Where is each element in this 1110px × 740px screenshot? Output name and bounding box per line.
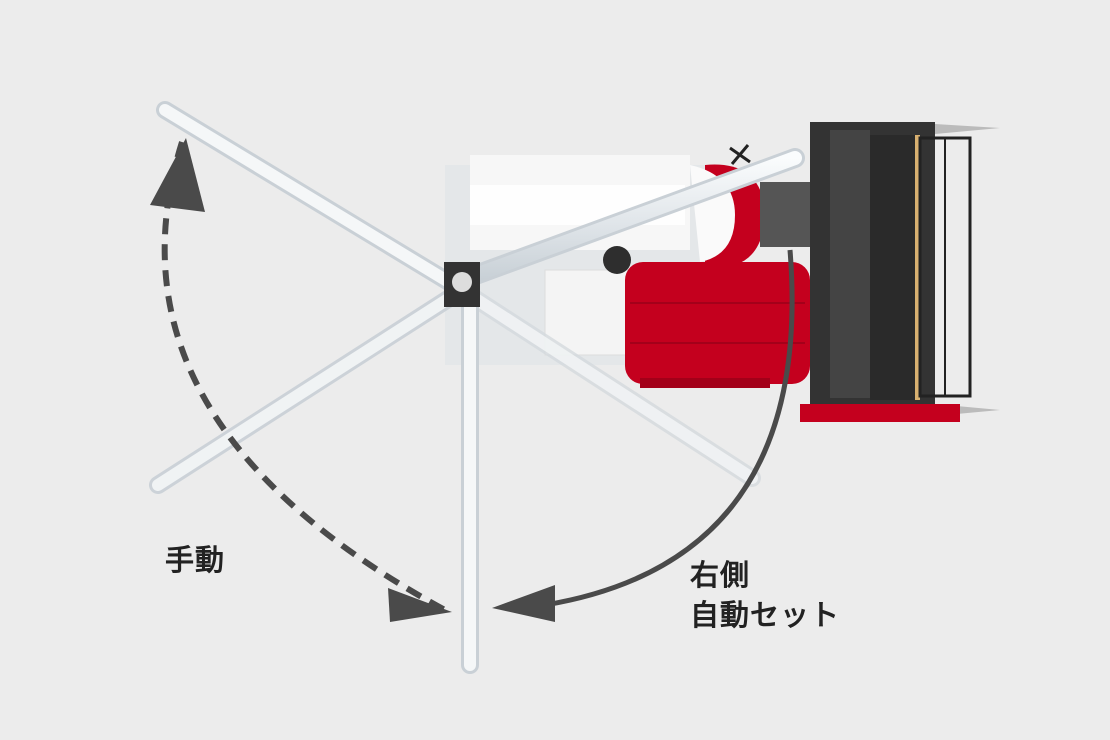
- combine-harvester: [445, 122, 1000, 422]
- header-base: [800, 404, 960, 422]
- wheel-hub: [603, 246, 631, 274]
- auto-set-arrow: [544, 249, 795, 608]
- manual-label: 手動: [165, 543, 226, 577]
- feeder: [760, 182, 815, 247]
- arrow-head-auto: [492, 585, 555, 622]
- auto-set-label: 自動セット: [690, 598, 841, 632]
- cabin: [625, 262, 810, 384]
- manual-swing-arrow: [161, 141, 447, 613]
- arrow-head-up: [150, 138, 205, 212]
- right-side-label: 右側: [690, 558, 751, 592]
- auger-positions: [149, 101, 805, 674]
- arrow-head-manual: [388, 588, 452, 622]
